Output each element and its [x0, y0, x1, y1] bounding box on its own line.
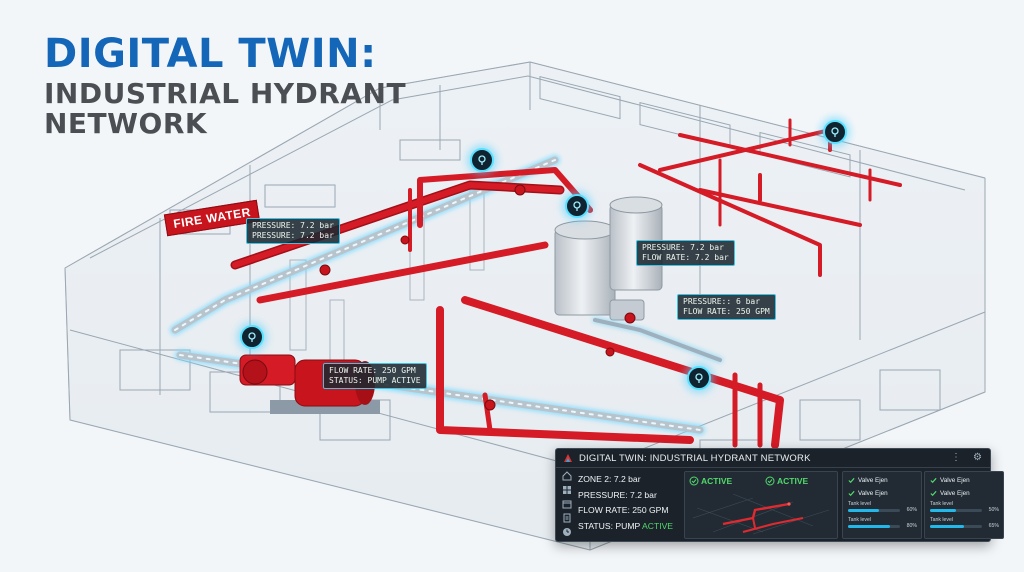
annotation-line: PRESSURE: 7.2 bar: [252, 231, 334, 240]
clock-icon[interactable]: [560, 526, 573, 537]
tank-level-label: Tank level: [848, 501, 872, 507]
grid-icon[interactable]: [560, 485, 573, 496]
tank-level-bar: [848, 525, 900, 528]
check-icon: [930, 490, 937, 497]
flow-readout: FLOW RATE: 250 GPM: [578, 505, 669, 515]
tank-level-fill: [848, 509, 880, 512]
status-value: ACTIVE: [642, 520, 674, 531]
tank-level-percent: 50%: [988, 507, 999, 513]
dashboard-title: DIGITAL TWIN: INDUSTRIAL HYDRANT NETWORK: [579, 452, 811, 464]
tank-level-bar: [848, 509, 900, 512]
check-icon: [930, 477, 937, 484]
valve-label: Valve Ejen: [940, 490, 970, 497]
check-circle-icon: [765, 476, 775, 486]
app-logo-icon: [564, 454, 572, 462]
check-icon: [848, 490, 855, 497]
pressure-annotation-east: PRESSURE:: 6 bar FLOW RATE: 250 GPM: [677, 294, 776, 320]
status-label: ACTIVE: [777, 476, 809, 486]
tank-level-percent: 80%: [906, 523, 917, 529]
sensor-glyph-icon: [573, 201, 581, 211]
home-icon[interactable]: [560, 471, 573, 482]
pressure-annotation-west: PRESSURE: 7.2 bar PRESSURE: 7.2 bar: [246, 218, 340, 244]
valve-status: Valve Ejen: [930, 490, 970, 497]
sensor-icon[interactable]: [565, 194, 589, 218]
annotation-line: PRESSURE: 7.2 bar: [642, 243, 724, 252]
storage-tanks: [554, 196, 663, 321]
status-label: ACTIVE: [701, 476, 733, 486]
pressure-readout: PRESSURE: 7.2 bar: [578, 489, 657, 500]
calendar-icon[interactable]: [560, 499, 573, 510]
sensor-icon[interactable]: [240, 325, 264, 349]
dashboard-panel: DIGITAL TWIN: INDUSTRIAL HYDRANT NETWORK…: [555, 448, 1004, 542]
valve-card-2: Valve Ejen Valve Ejen Tank level 50% Tan…: [924, 471, 1004, 539]
annotation-line: FLOW RATE: 7.2 bar: [642, 253, 729, 262]
title-line-1: DIGITAL TWIN:: [44, 31, 377, 77]
tank-level-bar: [930, 509, 982, 512]
valve-label: Valve Ejen: [858, 477, 888, 484]
pressure-annotation-tanks: PRESSURE: 7.2 bar FLOW RATE: 7.2 bar: [636, 240, 735, 266]
tank-level-fill: [848, 525, 890, 528]
tank-level-fill: [930, 509, 956, 512]
tank-level-bar: [930, 525, 982, 528]
sensor-icon[interactable]: [823, 120, 847, 144]
status-active-1: ACTIVE: [689, 476, 732, 486]
tank-level-label: Tank level: [848, 517, 872, 523]
tank-level-label: Tank level: [930, 517, 954, 523]
dashboard-toolbar: ⋮ ⚙: [951, 452, 982, 464]
valve-status: Valve Ejen: [848, 477, 888, 484]
sensor-glyph-icon: [248, 332, 256, 342]
check-circle-icon: [689, 476, 699, 486]
status-active-2: ACTIVE: [765, 476, 808, 486]
sensor-icon[interactable]: [687, 366, 711, 390]
sensor-glyph-icon: [478, 155, 486, 165]
title-line-2: INDUSTRIAL HYDRANT: [44, 77, 407, 110]
valve-label: Valve Ejen: [858, 490, 888, 497]
page-title: DIGITAL TWIN: INDUSTRIAL HYDRANT NETWORK: [44, 34, 406, 138]
dashboard-header: DIGITAL TWIN: INDUSTRIAL HYDRANT NETWORK…: [556, 449, 990, 468]
title-line-3: NETWORK: [44, 107, 208, 140]
annotation-line: STATUS: PUMP ACTIVE: [329, 376, 421, 385]
dashboard-nav-rail: [560, 471, 574, 537]
annotation-line: FLOW RATE: 250 GPM: [683, 307, 770, 316]
mini-network-map: [693, 493, 830, 535]
annotation-line: PRESSURE: 7.2 bar: [252, 221, 334, 230]
check-icon: [848, 477, 855, 484]
document-icon[interactable]: [560, 512, 573, 523]
pump-status-annotation: FLOW RATE: 250 GPM STATUS: PUMP ACTIVE: [323, 363, 427, 389]
valve-status: Valve Ejen: [930, 477, 970, 484]
annotation-line: PRESSURE:: 6 bar: [683, 297, 761, 306]
status-readout: STATUS: PUMP ACTIVE: [578, 519, 680, 535]
valve-label: Valve Ejen: [940, 477, 970, 484]
tank-level-percent: 65%: [988, 523, 999, 529]
status-prefix: STATUS: PUMP: [578, 520, 642, 531]
valves: [319, 184, 636, 411]
valve-status: Valve Ejen: [848, 490, 888, 497]
more-icon[interactable]: ⋮: [951, 452, 962, 463]
tank-level-percent: 60%: [906, 507, 917, 513]
sensor-glyph-icon: [831, 127, 839, 137]
settings-icon[interactable]: ⚙: [973, 452, 982, 463]
zone-pressure: ZONE 2: 7.2 bar: [578, 474, 641, 484]
valve-card-1: Valve Ejen Valve Ejen Tank level 60% Tan…: [842, 471, 922, 539]
network-visualization[interactable]: ACTIVE ACTIVE: [684, 471, 838, 539]
sensor-glyph-icon: [695, 373, 703, 383]
sensor-icon[interactable]: [470, 148, 494, 172]
tank-level-fill: [930, 525, 964, 528]
zone-readout: ZONE 2: 7.2 bar PRESSURE: 7.2 bar FLOW R…: [578, 472, 680, 536]
annotation-line: FLOW RATE: 250 GPM: [329, 366, 416, 375]
tank-level-label: Tank level: [930, 501, 954, 507]
